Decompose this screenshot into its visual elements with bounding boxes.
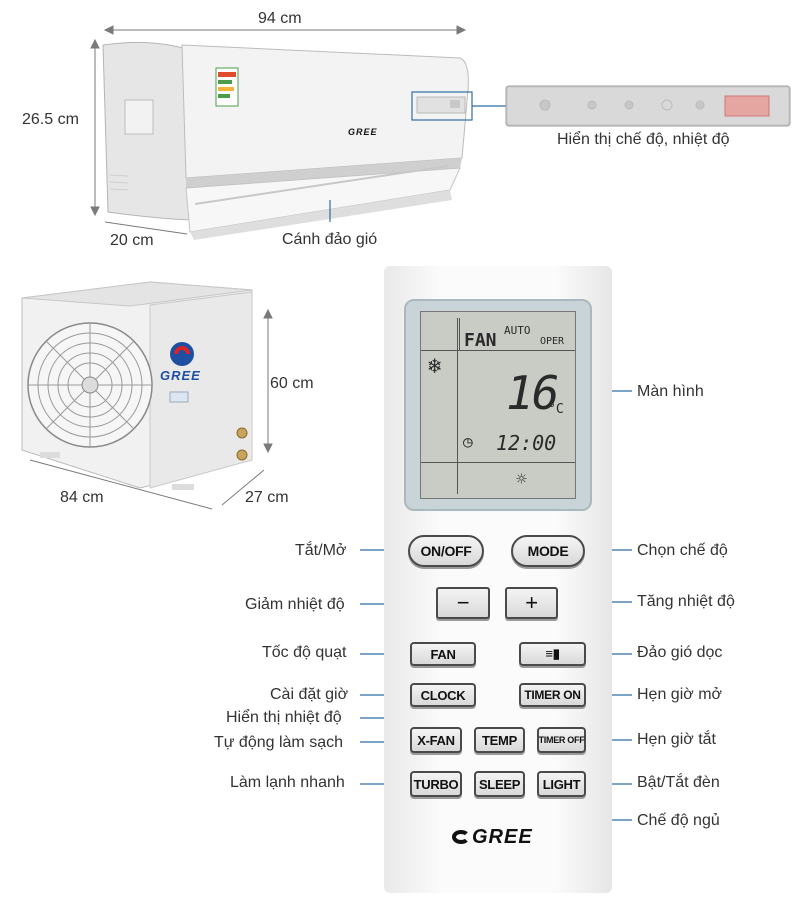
timer-off-button[interactable]: TIMER OFF: [537, 727, 586, 753]
lcd-auto: AUTO: [504, 324, 531, 337]
indoor-depth-label: 20 cm: [110, 232, 154, 249]
outdoor-depth-label: 27 cm: [245, 489, 289, 506]
label-turbo: Làm lạnh nhanh: [230, 774, 345, 791]
outdoor-brand: GREE: [160, 368, 201, 383]
label-plus: Tăng nhiệt độ: [637, 593, 735, 610]
lcd-fan: FAN: [464, 330, 497, 351]
indoor-brand: GREE: [348, 127, 378, 137]
lcd-time: 12:00: [496, 431, 557, 455]
lcd-oper: OPER: [540, 336, 565, 347]
fan-button[interactable]: FAN: [410, 642, 476, 666]
indoor-unit: [102, 41, 469, 240]
label-temp: Hiển thị nhiệt độ: [226, 709, 342, 726]
outdoor-width-line: [29, 459, 213, 510]
temp-up-button[interactable]: +: [505, 587, 558, 619]
label-x-fan: Tự động làm sạch: [214, 734, 343, 751]
label-minus: Giảm nhiệt độ: [245, 596, 345, 613]
outdoor-unit: [21, 281, 253, 490]
swing-button[interactable]: ≡▮: [519, 642, 586, 666]
vane-label: Cánh đảo gió: [282, 231, 378, 248]
label-timer-off: Hẹn giờ tắt: [637, 731, 716, 748]
lcd-unit: °C: [548, 402, 564, 417]
temp-down-button[interactable]: −: [436, 587, 490, 619]
lcd-screen: [420, 311, 576, 499]
indoor-width-label: 94 cm: [258, 10, 302, 27]
timer-on-button[interactable]: TIMER ON: [519, 683, 586, 707]
display-label: Hiển thị chế độ, nhiệt độ: [557, 131, 730, 148]
label-fan: Tốc độ quạt: [262, 644, 347, 661]
remote-brand: GREE: [472, 826, 533, 848]
sleep-button[interactable]: SLEEP: [474, 771, 525, 797]
outdoor-depth-line: [221, 469, 265, 506]
label-swing: Đảo gió dọc: [637, 644, 723, 661]
label-on-off: Tắt/Mở: [295, 542, 347, 559]
on-off-button[interactable]: ON/OFF: [408, 535, 484, 567]
snowflake-icon: ❄: [428, 354, 442, 379]
turbo-button[interactable]: TURBO: [410, 771, 462, 797]
outdoor-width-label: 84 cm: [60, 489, 104, 506]
label-timer-on: Hẹn giờ mở: [637, 686, 723, 703]
mode-button[interactable]: MODE: [511, 535, 585, 567]
label-screen: Màn hình: [637, 383, 704, 400]
label-sleep: Chế độ ngủ: [637, 812, 720, 829]
gree-logo-icon: [452, 830, 470, 844]
clock-button[interactable]: CLOCK: [410, 683, 476, 707]
indoor-depth-line: [104, 221, 188, 235]
light-button[interactable]: LIGHT: [537, 771, 586, 797]
temp-button[interactable]: TEMP: [474, 727, 525, 753]
light-bulb-icon: ☼: [516, 469, 527, 490]
indoor-height-label: 26.5 cm: [22, 111, 79, 128]
outdoor-height-label: 60 cm: [270, 375, 314, 392]
label-mode: Chọn chế độ: [637, 542, 728, 559]
display-panel-zoom: [505, 85, 791, 127]
lcd-temperature: 16: [506, 366, 559, 420]
label-clock: Cài đặt giờ: [270, 686, 349, 703]
x-fan-button[interactable]: X-FAN: [410, 727, 462, 753]
clock-icon: ◷: [463, 432, 473, 451]
label-light: Bật/Tắt đèn: [637, 774, 720, 791]
